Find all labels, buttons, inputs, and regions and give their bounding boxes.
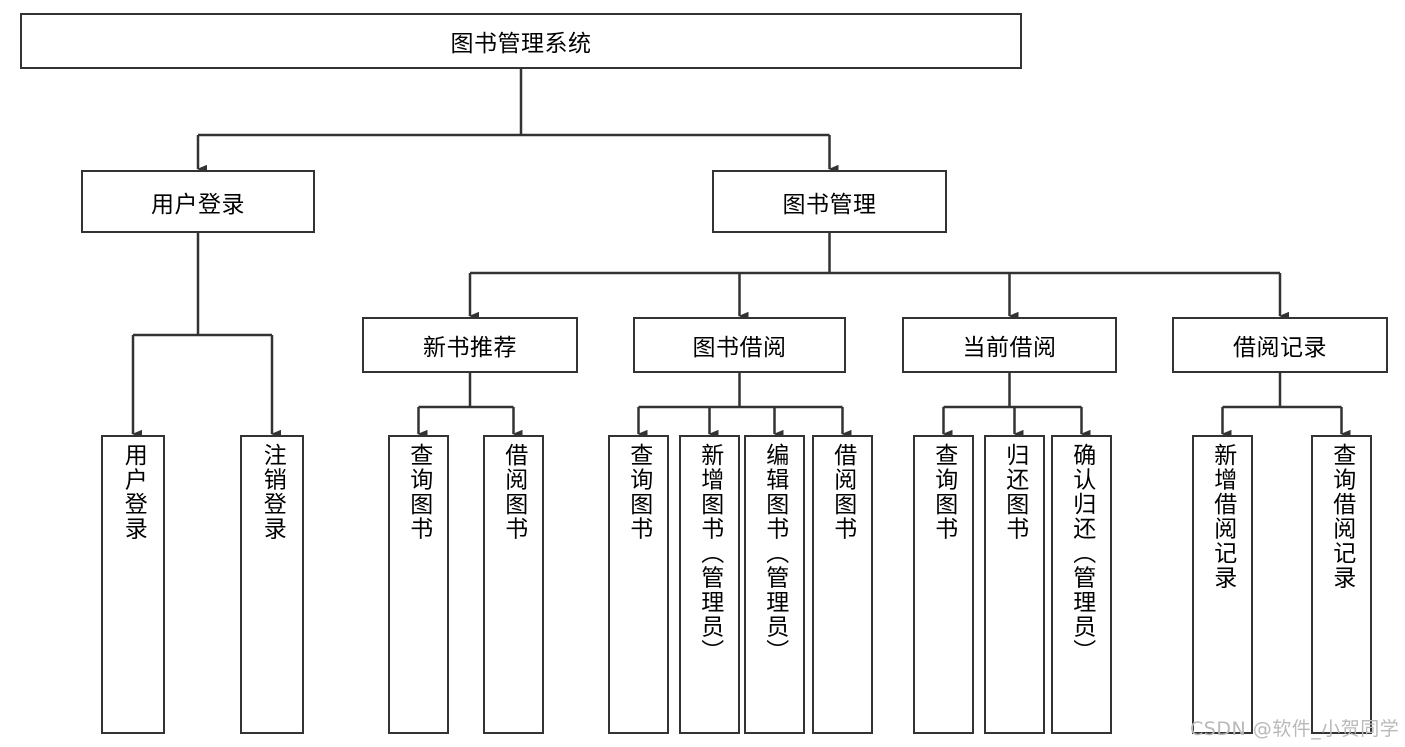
leaf-logout[interactable]: 注销登录 [240,435,304,734]
node-user-login-label: 用户登录 [151,191,245,218]
leaf-borrow-book-2-label: 借阅图书 [829,443,856,541]
node-book-management[interactable]: 图书管理 [712,170,947,233]
leaf-query-book-2[interactable]: 查询图书 [608,435,669,734]
node-current-borrow[interactable]: 当前借阅 [902,317,1117,373]
leaf-edit-book-label: 编辑图书（管理员） [761,443,788,664]
leaf-borrow-book-1-label: 借阅图书 [500,443,527,541]
node-book-borrow-label: 图书借阅 [692,335,787,361]
leaf-borrow-book-2[interactable]: 借阅图书 [812,435,873,734]
node-borrow-records[interactable]: 借阅记录 [1172,317,1388,373]
leaf-add-record[interactable]: 新增借阅记录 [1192,435,1253,734]
leaf-query-book-1[interactable]: 查询图书 [388,435,449,734]
node-user-login[interactable]: 用户登录 [81,170,315,233]
leaf-confirm-return[interactable]: 确认归还（管理员） [1051,435,1112,734]
leaf-return-book-label: 归还图书 [1001,443,1028,541]
node-book-borrow[interactable]: 图书借阅 [633,317,846,373]
leaf-query-book-3-label: 查询图书 [930,443,957,541]
leaf-edit-book[interactable]: 编辑图书（管理员） [744,435,805,734]
node-borrow-records-label: 借阅记录 [1233,335,1327,361]
leaf-return-book[interactable]: 归还图书 [984,435,1045,734]
leaf-logout-label: 注销登录 [259,443,286,541]
leaf-query-record-label: 查询借阅记录 [1328,443,1355,590]
leaf-add-book[interactable]: 新增图书（管理员） [679,435,740,734]
leaf-query-book-3[interactable]: 查询图书 [913,435,974,734]
leaf-add-record-label: 新增借阅记录 [1209,443,1236,590]
node-book-management-label: 图书管理 [782,191,877,218]
leaf-user-login-label: 用户登录 [120,443,147,541]
node-new-book-recommend[interactable]: 新书推荐 [362,317,578,373]
node-root[interactable]: 图书管理系统 [20,13,1022,69]
leaf-add-book-label: 新增图书（管理员） [696,443,723,664]
leaf-query-record[interactable]: 查询借阅记录 [1311,435,1372,734]
node-current-borrow-label: 当前借阅 [962,335,1057,361]
leaf-query-book-1-label: 查询图书 [405,443,432,541]
watermark-text: CSDN @软件_小贺同学 [1190,718,1400,740]
node-new-book-recommend-label: 新书推荐 [423,335,517,361]
leaf-confirm-return-label: 确认归还（管理员） [1068,443,1095,664]
node-root-label: 图书管理系统 [450,31,592,57]
leaf-user-login[interactable]: 用户登录 [101,435,165,734]
leaf-query-book-2-label: 查询图书 [625,443,652,541]
leaf-borrow-book-1[interactable]: 借阅图书 [483,435,544,734]
